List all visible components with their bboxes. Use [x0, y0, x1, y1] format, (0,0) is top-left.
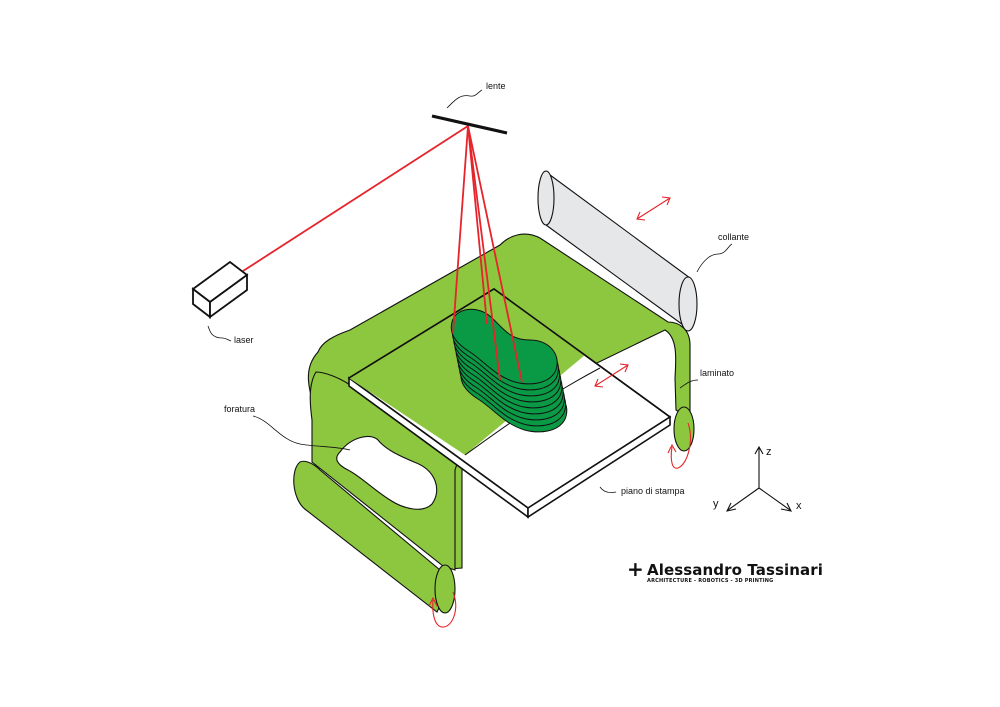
motion-arrow	[636, 197, 671, 220]
motion-arrow	[661, 196, 671, 206]
axis-z-label: z	[766, 446, 772, 458]
axis-y-label: y	[713, 498, 719, 510]
motion-arrow	[636, 211, 646, 221]
motion-arrow	[619, 363, 629, 373]
leader-lines	[207, 89, 733, 493]
laser-beam	[467, 125, 501, 381]
right-roller-end	[673, 406, 695, 452]
laser-beam	[467, 125, 488, 325]
axis-x-label: x	[796, 500, 802, 512]
motion-arrows	[428, 196, 691, 628]
label-glue: collante	[718, 232, 749, 242]
laser-source	[191, 260, 249, 319]
motion-arrow	[432, 591, 457, 628]
motion-arrow	[667, 443, 677, 454]
motion-arrow	[594, 364, 629, 387]
motion-arrow	[670, 422, 691, 469]
laser-beam	[242, 125, 469, 272]
label-lens: lente	[486, 81, 506, 91]
brand-name: Alessandro Tassinari	[647, 561, 824, 579]
perforation-hole	[336, 435, 438, 510]
motion-arrow	[594, 378, 604, 388]
motion-arrow	[428, 596, 438, 607]
label-laser: laser	[234, 335, 254, 345]
laminate-on-bed-edge	[348, 288, 671, 418]
brand-tagline: ARCHITECTURE - ROBOTICS - 3D PRINTING	[647, 578, 774, 584]
label-laminate: laminato	[700, 368, 734, 378]
plus-icon: +	[627, 557, 644, 581]
laser-beam	[467, 125, 523, 383]
label-perforation: foratura	[224, 404, 255, 414]
print-bed-side-right	[527, 415, 671, 519]
laser-beam	[452, 125, 469, 334]
glue-roller	[537, 170, 698, 332]
label-print-bed: piano di stampa	[621, 486, 685, 496]
lens	[431, 114, 508, 135]
printed-part-stack	[450, 308, 568, 433]
axes-gizmo	[725, 445, 792, 512]
laser-beams	[242, 125, 523, 383]
left-roller-end	[434, 564, 456, 614]
